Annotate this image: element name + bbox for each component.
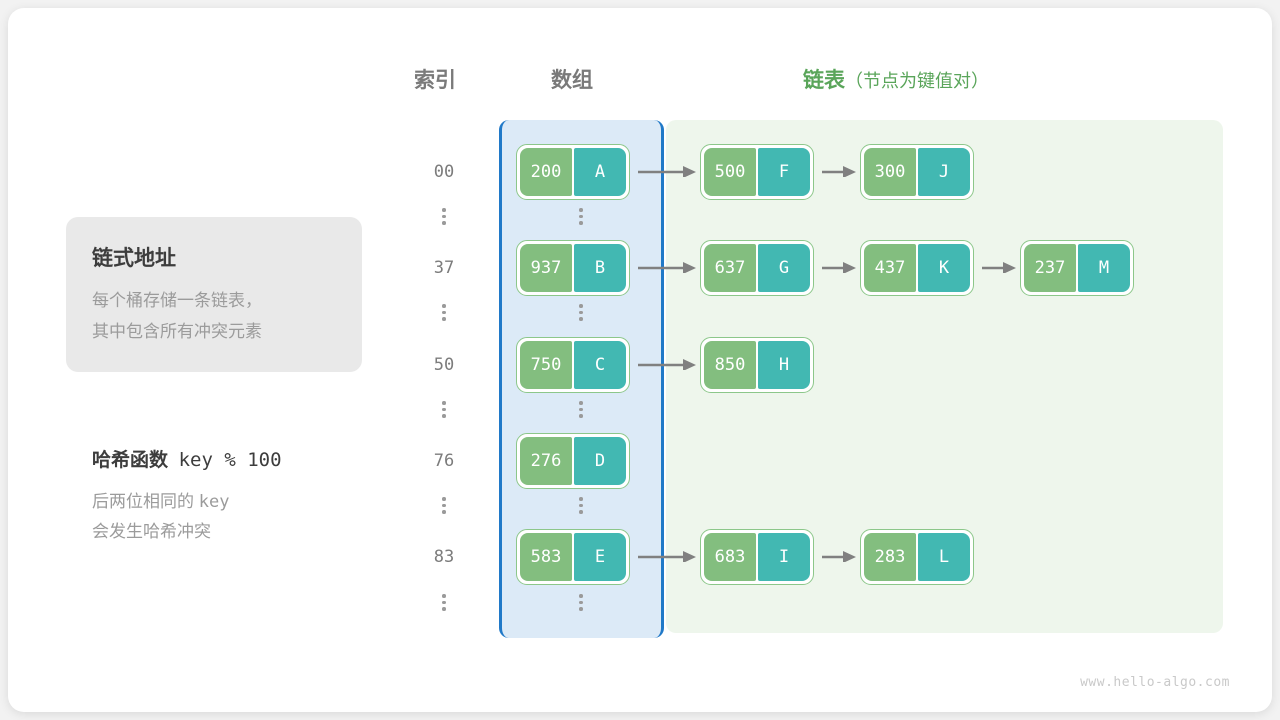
hash-function-note-line-1-text: 后两位相同的 [92,492,199,511]
index-label: 50 [433,355,455,375]
node-value: J [918,148,970,196]
index-label: 76 [433,451,455,471]
hash-function-title: 哈希函数 key % 100 [92,445,282,472]
column-header-linkedlist-main: 链表 [803,69,845,92]
node-key: 637 [704,244,756,292]
chain-arrow-icon [822,166,856,177]
node-value: D [574,437,626,485]
array-ellipsis-icon [574,594,588,611]
hash-function-note: 后两位相同的 key 会发生哈希冲突 [92,487,352,547]
column-header-index: 索引 [414,69,456,92]
node-key: 237 [1024,244,1076,292]
chain-arrow-icon [638,262,696,273]
index-label: 00 [433,162,455,182]
index-ellipsis-icon [437,497,451,514]
hash-function-note-line-1: 后两位相同的 key [92,487,352,517]
chain-arrow-icon [638,166,696,177]
column-header-array: 数组 [551,69,593,92]
node-key: 276 [520,437,572,485]
hash-function-note-line-1-mono: key [198,492,230,512]
node-value: I [758,533,810,581]
node-value: B [574,244,626,292]
node-value: C [574,341,626,389]
index-label: 37 [433,258,455,278]
array-ellipsis-icon [574,208,588,225]
node-value: L [918,533,970,581]
info-card-body: 每个桶存储一条链表， 其中包含所有冲突元素 [92,285,342,347]
column-header-linkedlist: 链表（节点为键值对） [803,64,989,94]
hash-function-expression: key % 100 [178,449,282,471]
index-ellipsis-icon [437,401,451,418]
node-key: 500 [704,148,756,196]
column-header-linkedlist-sub: （节点为键值对） [845,71,989,91]
node-value: G [758,244,810,292]
index-ellipsis-icon [437,208,451,225]
watermark: www.hello-algo.com [1080,675,1230,690]
node-key: 683 [704,533,756,581]
node-value: H [758,341,810,389]
info-card-title: 链式地址 [92,247,176,270]
node-value: K [918,244,970,292]
node-key: 937 [520,244,572,292]
index-ellipsis-icon [437,594,451,611]
array-ellipsis-icon [574,497,588,514]
node-value: E [574,533,626,581]
index-ellipsis-icon [437,304,451,321]
node-value: A [574,148,626,196]
info-card-body-line-2: 其中包含所有冲突元素 [92,322,262,341]
chain-arrow-icon [638,551,696,562]
node-value: F [758,148,810,196]
node-value: M [1078,244,1130,292]
chain-arrow-icon [982,262,1016,273]
node-key: 583 [520,533,572,581]
node-key: 200 [520,148,572,196]
chain-arrow-icon [638,359,696,370]
node-key: 300 [864,148,916,196]
info-card [66,217,362,372]
info-card-body-line-1: 每个桶存储一条链表， [92,291,262,310]
hash-function-note-line-2: 会发生哈希冲突 [92,522,211,541]
node-key: 750 [520,341,572,389]
hash-function-label: 哈希函数 [92,450,169,471]
chain-arrow-icon [822,262,856,273]
array-ellipsis-icon [574,304,588,321]
node-key: 437 [864,244,916,292]
chain-arrow-icon [822,551,856,562]
index-label: 83 [433,547,455,567]
array-ellipsis-icon [574,401,588,418]
node-key: 283 [864,533,916,581]
node-key: 850 [704,341,756,389]
